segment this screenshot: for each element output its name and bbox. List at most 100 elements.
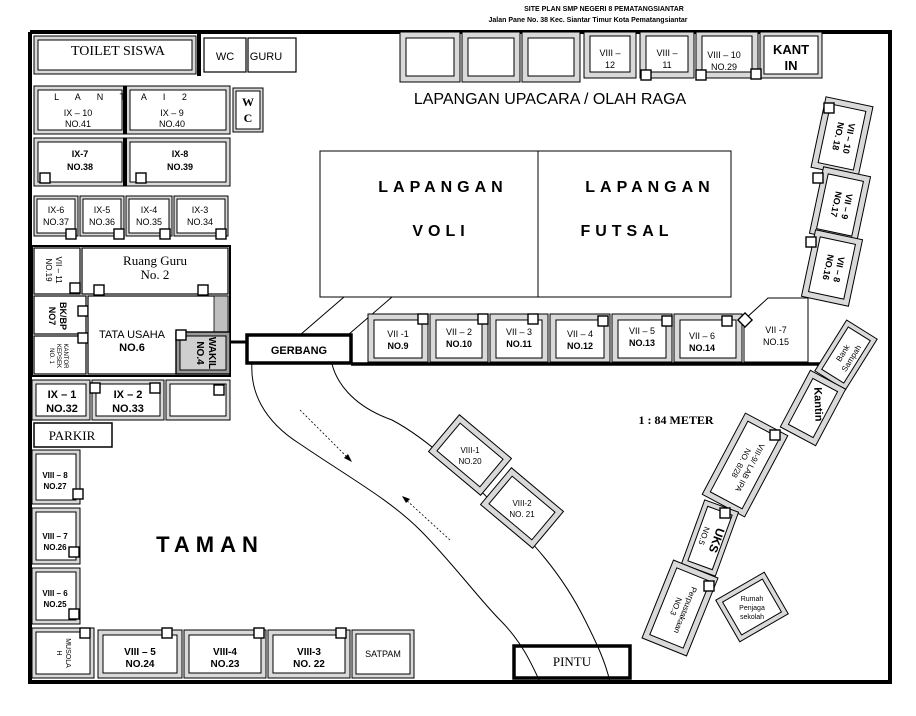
room-viii-12: VIII – 12 [583,31,637,79]
svg-text:VII – 11: VII – 11 [54,257,63,285]
svg-text:Kantin: Kantin [811,387,824,422]
svg-text:VII – 3: VII – 3 [506,327,532,337]
door-vii-4 [597,315,609,327]
door-ruang-guru-2 [197,284,209,296]
svg-text:NO7: NO7 [47,307,57,326]
room-left-empty [165,379,231,421]
svg-text:IN: IN [785,58,798,73]
svg-text:IX-6: IX-6 [48,205,65,215]
svg-text:IX – 2: IX – 2 [114,389,143,401]
room-viii-8: VIII – 8 NO.27 [31,449,81,505]
door-ix-1 [89,382,101,394]
door-vii-5 [661,315,673,327]
svg-text:VIII-1: VIII-1 [460,446,480,455]
door-kantor-kepsek [77,332,89,344]
svg-text:VIII – 5: VIII – 5 [124,647,156,658]
scale-label: 1 : 84 METER [639,413,714,427]
svg-text:VIII-4: VIII-4 [213,647,237,658]
room-vii-10: VII – 10 NO. 18 [810,96,874,178]
svg-text:VII -1: VII -1 [387,329,409,339]
svg-text:SATPAM: SATPAM [365,649,401,659]
room-ix-9: IX – 9 NO.40 [125,85,231,135]
svg-text:NO.20: NO.20 [458,457,482,466]
svg-text:WC: WC [216,51,234,63]
svg-text:NO.10: NO.10 [446,339,472,349]
door-perpustakaan [703,580,715,592]
door-vii-10 [823,102,835,114]
svg-text:NO.9: NO.9 [387,341,408,351]
svg-text:No. 2: No. 2 [141,267,170,282]
svg-text:IX-5: IX-5 [94,205,111,215]
door-viii-6 [68,608,80,620]
svg-text:MUSOLA: MUSOLA [64,638,71,668]
room-vii-9: VII – 9 NO.17 [808,166,872,244]
svg-text:NO.27: NO.27 [43,482,67,491]
svg-text:NO.4: NO.4 [194,341,205,365]
room-perpustakaan: Perpustakaan NO.3 [641,559,719,657]
room-viii-10: VIII – 10 NO.29 [695,31,759,79]
svg-text:VII – 6: VII – 6 [689,331,715,341]
svg-text:NO.14: NO.14 [689,343,715,353]
gate-gerbang: GERBANG [245,333,353,365]
lapangan-futsal-title: LAPANGAN [585,179,714,196]
svg-text:VIII – 7: VIII – 7 [42,532,68,541]
door-vii-9 [812,172,824,184]
lantai-2-label: L A N T A I 2 [54,92,194,102]
room-vii-1: VII -1 NO.9 [367,313,429,363]
svg-text:NO.25: NO.25 [43,600,67,609]
lapangan-upacara-label: LAPANGAN UPACARA / OLAH RAGA [414,91,687,108]
futsal-label: FUTSAL [580,223,673,240]
door-tata-usaha [175,329,187,341]
door-ix-8 [135,172,147,184]
door-vii-3 [527,313,539,325]
room-vii-2: VII – 2 NO.10 [429,313,489,363]
svg-text:Rumah: Rumah [741,596,764,603]
svg-text:NO.6: NO.6 [119,342,145,354]
taman-label: TAMAN [156,532,264,557]
room-wc-guru: GURU [247,37,297,73]
svg-text:VIII-2: VIII-2 [512,499,532,508]
door-viii-8 [72,488,84,500]
svg-text:IX – 9: IX – 9 [160,108,184,118]
path-line [299,296,345,336]
svg-text:KEPSEK: KEPSEK [55,344,61,368]
svg-text:NO.37: NO.37 [43,217,69,227]
door-vii-6 [721,315,733,327]
room-wc: WC [203,37,247,73]
door-kantin [750,68,762,80]
svg-text:NO.24: NO.24 [126,659,155,670]
svg-text:KANT: KANT [773,42,809,57]
svg-text:VII – 5: VII – 5 [629,326,655,336]
door-viii-9 [769,429,781,441]
svg-text:IX – 10: IX – 10 [64,108,93,118]
room-viii-6: VIII – 6 NO.25 [31,567,81,625]
room-vii-7: VII -7 NO.15 [743,297,809,363]
svg-text:PINTU: PINTU [553,654,592,669]
svg-text:12: 12 [605,60,615,70]
svg-text:IX-4: IX-4 [141,205,158,215]
door-viii-5 [161,627,173,639]
svg-text:H: H [55,650,62,655]
room-vii-3: VII – 3 NO.11 [489,313,549,363]
room-ix-1: IX – 1 NO.32 [31,379,91,421]
svg-text:IX-8: IX-8 [172,149,189,159]
door-vii-1 [417,313,429,325]
room-vii-8: VII – 8 NO.16 [800,229,864,307]
door-viii-3 [335,627,347,639]
room-ix-10: IX – 10 NO.41 [33,85,127,135]
svg-text:NO.29: NO.29 [711,62,737,72]
flow-arrow-head [402,496,410,503]
svg-text:NO.36: NO.36 [89,217,115,227]
svg-text:KANTOR: KANTOR [62,344,68,370]
svg-text:PARKIR: PARKIR [49,428,96,443]
svg-text:11: 11 [662,60,671,70]
svg-text:VII -7: VII -7 [765,325,787,335]
door-ix-7 [39,172,51,184]
svg-text:NO.19: NO.19 [44,258,53,282]
door-viii-4 [253,627,265,639]
svg-text:NO.15: NO.15 [763,337,789,347]
svg-text:C: C [244,111,253,125]
svg-text:NO.11: NO.11 [506,339,532,349]
door-ix-4 [159,228,171,240]
